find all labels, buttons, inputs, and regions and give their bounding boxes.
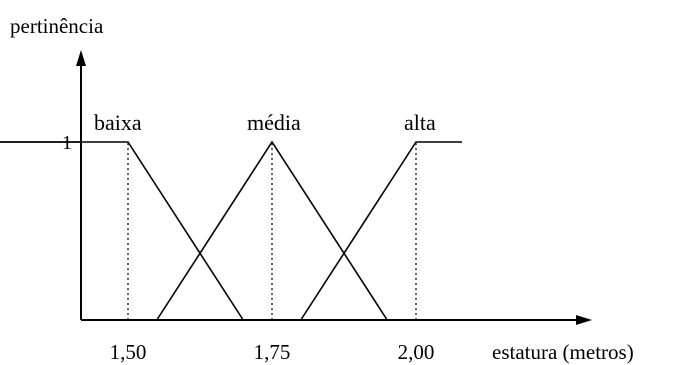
y-axis-label: pertinência: [10, 14, 104, 38]
set-labels: baixa média alta: [94, 110, 436, 135]
y-axis-arrow-icon: [76, 50, 86, 66]
set-label-0: baixa: [94, 110, 142, 135]
x-axis-label: estatura (metros): [492, 340, 634, 364]
x-tick-label-1: 1,75: [254, 340, 291, 364]
set-label-1: média: [247, 110, 301, 135]
set-label-2: alta: [404, 110, 436, 135]
y-axis-tick-label: 1: [62, 132, 72, 154]
curve-1: [156, 140, 388, 321]
x-tick-label-2: 2,00: [398, 340, 435, 364]
x-tick-labels: 1,50 1,75 2,00: [110, 340, 435, 364]
dotted-guides: [127, 142, 417, 320]
curve-2: [300, 141, 463, 321]
membership-curves: [0, 140, 463, 321]
curve-0: [0, 141, 244, 321]
x-tick-label-0: 1,50: [110, 340, 147, 364]
x-axis-arrow-icon: [576, 315, 592, 325]
